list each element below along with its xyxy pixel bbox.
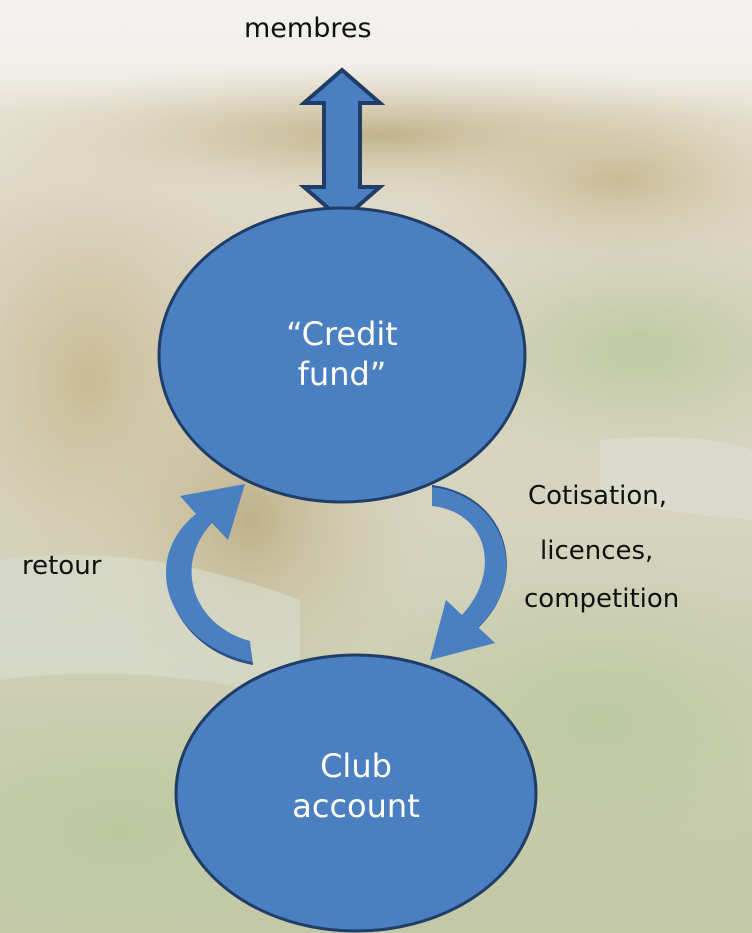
credit-fund-node [157,206,527,504]
club-account-node [174,653,538,933]
club-account-line-2: account [292,787,420,825]
club-account-label: Club account [256,746,456,826]
fees-curved-arrow-icon [430,485,507,660]
credit-fund-line-2: fund” [297,355,387,393]
fees-label-line-3: competition [524,584,680,614]
members-label: membres [244,13,372,44]
fees-label-line-2: licences, [540,536,654,566]
credit-fund-line-1: “Credit [286,315,398,353]
credit-fund-label: “Credit fund” [242,314,442,394]
return-curved-arrow-icon [165,484,253,665]
return-label: retour [22,551,102,581]
fees-label-line-1: Cotisation, [528,481,668,511]
club-account-line-1: Club [320,747,392,785]
